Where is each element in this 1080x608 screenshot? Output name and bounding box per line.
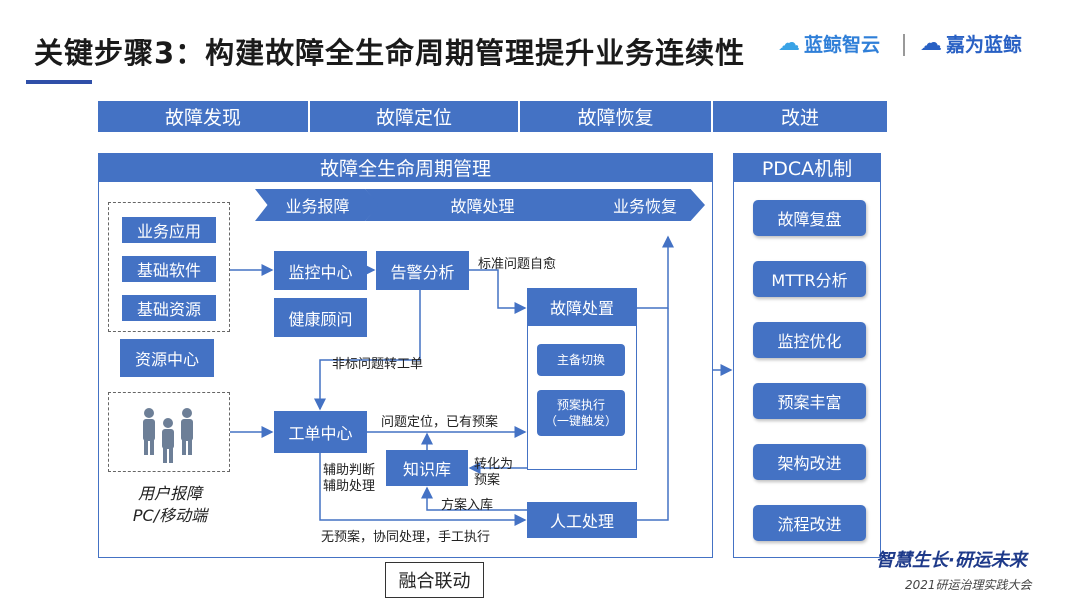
- user-report-line1: 用户报障: [137, 484, 202, 503]
- layer-base-software: 基础软件: [122, 256, 216, 282]
- page-title: 关键步骤3：构建故障全生命周期管理提升业务连续性: [34, 36, 746, 70]
- user-report-group: [108, 392, 230, 472]
- label-convert-plan-2: 预案: [474, 473, 501, 488]
- logo-right-text: 嘉为蓝鲸: [946, 34, 1023, 56]
- connector-fault-to-recovery: [637, 235, 674, 309]
- fusion-box: 融合联动: [385, 562, 484, 598]
- connector-ticket-to-manual: [319, 453, 527, 526]
- fault-handling-header: 故障处置: [527, 288, 637, 326]
- label-convert-plan-1: 转化为: [474, 457, 514, 472]
- ticket-center: 工单中心: [274, 411, 367, 453]
- label-no-plan: 无预案，协同处理，手工执行: [321, 530, 491, 545]
- user-report-caption: 用户报障 PC/移动端: [100, 483, 240, 527]
- stage-business-report: 业务报障: [255, 189, 380, 221]
- knowledge-base: 知识库: [386, 450, 468, 486]
- slogan: 智慧生长·研运未来: [876, 550, 1027, 571]
- label-nonstd-ticket: 非标问题转工单: [332, 357, 424, 372]
- lifecycle-header: 故障全生命周期管理: [98, 153, 713, 182]
- connector-alert-to-ticket: [314, 290, 421, 411]
- cloud-logo-icon: ☁: [920, 31, 942, 56]
- cloud-icon: ☁: [778, 31, 800, 56]
- pdca-item-mttr: MTTR分析: [753, 261, 866, 297]
- manual-handling: 人工处理: [527, 502, 637, 538]
- phase-recovery: 故障恢复: [520, 101, 713, 132]
- pdca-item-monitor-opt: 监控优化: [753, 322, 866, 358]
- phase-location: 故障定位: [310, 101, 520, 132]
- monitor-center: 监控中心: [274, 251, 367, 290]
- user-report-line2: PC/移动端: [132, 506, 208, 525]
- plan-execution-line2: （一键触发）: [544, 414, 617, 428]
- conference-name: 2021研运治理实践大会: [905, 578, 1032, 592]
- pdca-header: PDCA机制: [733, 153, 881, 182]
- logo-divider: [903, 34, 905, 56]
- plan-execution-line1: 预案执行: [556, 398, 605, 412]
- connector-manual-to-kb: [421, 486, 527, 511]
- layer-business-app: 业务应用: [122, 217, 216, 243]
- users-icon: [143, 408, 193, 463]
- layers-group: [108, 202, 230, 332]
- stage-fault-handling: 故障处理: [365, 189, 600, 221]
- title-underline: [26, 80, 92, 84]
- logo-canway: ☁ 嘉为蓝鲸: [920, 30, 1022, 57]
- pdca-item-arch-improve: 架构改进: [753, 444, 866, 480]
- alert-analysis: 告警分析: [376, 251, 469, 290]
- pdca-item-plan-enrich: 预案丰富: [753, 383, 866, 419]
- health-advisor: 健康顾问: [274, 298, 367, 337]
- stage-business-recovery: 业务恢复: [585, 189, 705, 221]
- label-plan-store: 方案入库: [441, 498, 494, 513]
- pdca-item-review: 故障复盘: [753, 200, 866, 236]
- connector-alert-to-fault: [469, 269, 527, 314]
- layer-base-resource: 基础资源: [122, 295, 216, 321]
- label-std-self-heal: 标准问题自愈: [478, 257, 557, 272]
- pdca-item-process-improve: 流程改进: [753, 505, 866, 541]
- logo-bluking-cloud: ☁ 蓝鲸智云: [778, 30, 880, 57]
- phase-discovery: 故障发现: [98, 101, 310, 132]
- plan-execution-box: 预案执行 （一键触发）: [537, 390, 625, 436]
- label-aux-handle: 辅助处理: [323, 479, 376, 494]
- logo-left-text: 蓝鲸智云: [804, 34, 881, 56]
- label-aux-judge: 辅助判断: [323, 463, 376, 478]
- connector-manual-to-recovery: [637, 308, 669, 521]
- label-located-with-plan: 问题定位，已有预案: [381, 415, 499, 430]
- resource-center: 资源中心: [120, 339, 214, 377]
- failover-box: 主备切换: [537, 344, 625, 376]
- phase-improve: 改进: [713, 101, 887, 132]
